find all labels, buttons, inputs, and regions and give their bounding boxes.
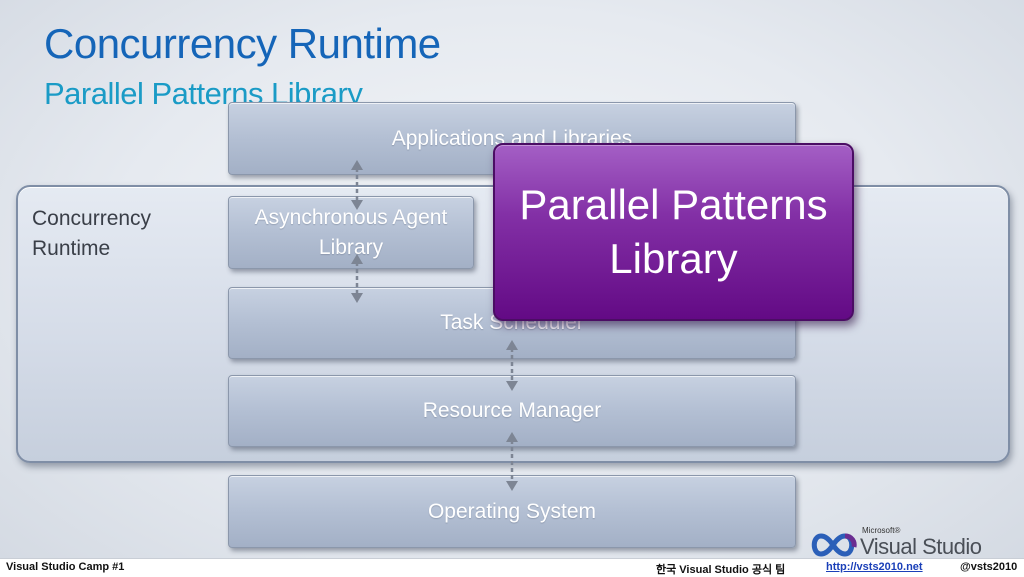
infinity-logo-icon — [811, 533, 857, 557]
footer-team-name: 한국 Visual Studio 공식 팀 — [656, 564, 786, 576]
arrowhead-up-1 — [351, 160, 363, 170]
footer-bar: Visual Studio Camp #1 한국 Visual Studio 공… — [0, 558, 1024, 577]
slide-title: Concurrency Runtime — [44, 20, 441, 67]
parallel-patterns-library-callout: Parallel Patterns Library — [493, 143, 854, 321]
arrowhead-up-4 — [506, 432, 518, 442]
arrowhead-down-1 — [351, 200, 363, 210]
footer-twitter-handle: @vsts2010 — [960, 561, 1018, 573]
agent-library-layer: Asynchronous Agent Library — [228, 196, 474, 269]
visual-studio-wordmark: Visual Studio — [860, 534, 982, 559]
arrowhead-down-4 — [506, 481, 518, 491]
footer-website-link[interactable]: http://vsts2010.net — [826, 561, 923, 573]
arrowhead-down-3 — [506, 381, 518, 391]
concurrency-runtime-label: Concurrency Runtime — [32, 207, 152, 260]
operating-system-layer: Operating System — [228, 475, 796, 548]
footer-event-name: Visual Studio Camp #1 — [6, 561, 125, 573]
microsoft-wordmark: Microsoft® — [862, 526, 901, 535]
arrowhead-down-2 — [351, 293, 363, 303]
arrowhead-up-2 — [351, 254, 363, 264]
arrowhead-up-3 — [506, 340, 518, 350]
visual-studio-logo: Microsoft® Visual Studio — [808, 524, 988, 559]
